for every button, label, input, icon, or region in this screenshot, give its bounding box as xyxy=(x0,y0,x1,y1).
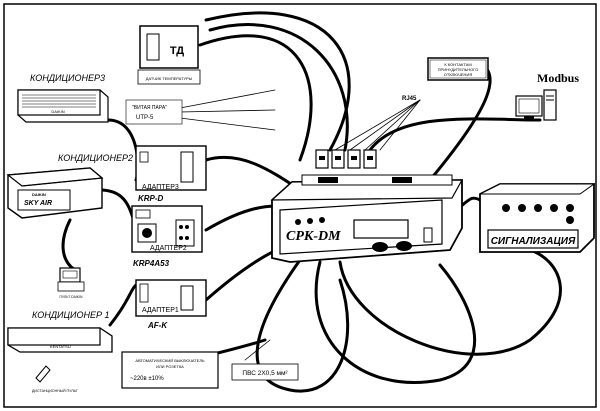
krp4a53-label: KRP4A53 xyxy=(133,259,170,268)
conditioner-3: КОНДИЦИОНЕР3 DAIKIN xyxy=(17,73,109,123)
temperature-sensor-code: ТД xyxy=(170,45,184,57)
temperature-sensor-label: ДАТЧИК ТЕМПЕРАТУРЫ xyxy=(146,76,193,81)
breaker-box: АВТОМАТИЧЕСКИЙ ВЫКЛЮЧАТЕЛЬ ИЛИ РОЗЕТКА ~… xyxy=(121,351,219,389)
cable-spec-label: ПВС 2Х0,5 мм² xyxy=(242,370,288,377)
temperature-sensor: ТД ДАТЧИК ТЕМПЕРАТУРЫ xyxy=(137,25,201,85)
signalization-box: СИГНАЛИЗАЦИЯ xyxy=(479,183,596,253)
signalization-label: СИГНАЛИЗАЦИЯ xyxy=(491,236,576,247)
breaker-voltage: ~220в ±10% xyxy=(130,376,164,382)
conditioner-1-label: КОНДИЦИОНЕР 1 xyxy=(32,310,109,320)
cable-loop-bottom-3 xyxy=(338,248,562,356)
forced-shutdown-contacts: К КОНТАКТАМ ПРИНУДИТЕЛЬНОГО ОТКЛЮЧЕНИЯ xyxy=(427,57,489,81)
modbus-label: Modbus xyxy=(537,71,579,85)
adapter-3-label: АДАПТЕР3 xyxy=(142,184,179,191)
cable-remote2 xyxy=(61,218,77,272)
adapter-2-label: АДАПТЕР2 xyxy=(150,245,187,252)
twisted-pair-callout: "ВИТАЯ ПАРА" UTP-5 xyxy=(125,99,183,125)
cable-loop-2 xyxy=(208,23,349,152)
contacts-line-3: ОТКЛЮЧЕНИЯ xyxy=(444,72,473,77)
remote-label: ДИСТАНЦИОННЫЙ ПУЛЬТ xyxy=(32,389,79,393)
controller-label: СРК-DM xyxy=(286,229,341,244)
adapter-1-label: АДАПТЕР1 xyxy=(142,307,179,314)
kentatsu-logo: KENTATSU xyxy=(50,344,71,349)
twisted-pair-label: "ВИТАЯ ПАРА" xyxy=(132,105,167,111)
breaker-line-1: АВТОМАТИЧЕСКИЙ ВЫКЛЮЧАТЕЛЬ xyxy=(135,358,205,363)
krp-d-label: KRP-D xyxy=(138,194,164,203)
adapter-2: АДАПТЕР2 KRP4A53 xyxy=(131,205,203,268)
cable-modbus xyxy=(368,117,542,152)
utp-label: UTP-5 xyxy=(136,115,154,121)
controller-display xyxy=(353,219,409,239)
cable-adapter3 xyxy=(204,155,302,192)
conditioner-1: КОНДИЦИОНЕР 1 KENTATSU ДИСТАНЦИОННЫЙ ПУЛ… xyxy=(7,310,113,393)
af-k-label: AF-K xyxy=(147,321,168,330)
cable-sensor xyxy=(198,34,313,162)
daikin-logo: DAIKIN xyxy=(32,192,46,197)
contacts-line-2: ПРИНУДИТЕЛЬНОГО xyxy=(438,67,479,72)
pc-tower-icon xyxy=(543,89,557,121)
conditioner-2: КОНДИЦИОНЕР2 DAIKIN SKY AIR ПУЛЬТ DAIKIN xyxy=(6,153,133,299)
contacts-line-1: К КОНТАКТАМ xyxy=(444,62,471,67)
diagram-frame xyxy=(3,3,597,408)
cable-loop-1 xyxy=(204,11,351,152)
cable-cond2 xyxy=(98,188,138,227)
sky-air-logo: SKY AIR xyxy=(24,200,52,207)
remote-1-icon xyxy=(35,365,51,383)
remote-small-label: ПУЛЬТ DAIKIN xyxy=(60,295,83,299)
cable-cond1 xyxy=(108,283,138,327)
cable-loop-bottom-2 xyxy=(314,260,477,384)
controller-crk-dm: СРК-DM xyxy=(270,174,464,263)
modbus-computer: Modbus xyxy=(515,71,579,121)
breaker-line-2: ИЛИ РОЗЕТКА xyxy=(156,364,184,369)
adapter-1: АДАПТЕР1 AF-K xyxy=(135,279,207,330)
conditioner-3-label: КОНДИЦИОНЕР3 xyxy=(30,73,105,83)
rj45-connectors: RJ45 xyxy=(315,96,417,169)
cable-spec: ПВС 2Х0,5 мм² xyxy=(231,363,299,381)
cable-loop-bottom-1 xyxy=(255,258,350,393)
rj45-label: RJ45 xyxy=(402,96,417,102)
conditioner-2-label: КОНДИЦИОНЕР2 xyxy=(58,153,133,163)
daikin-small-logo: DAIKIN xyxy=(51,109,64,114)
adapter-3: АДАПТЕР3 KRP-D xyxy=(135,145,207,203)
cable-cond3 xyxy=(106,118,140,182)
